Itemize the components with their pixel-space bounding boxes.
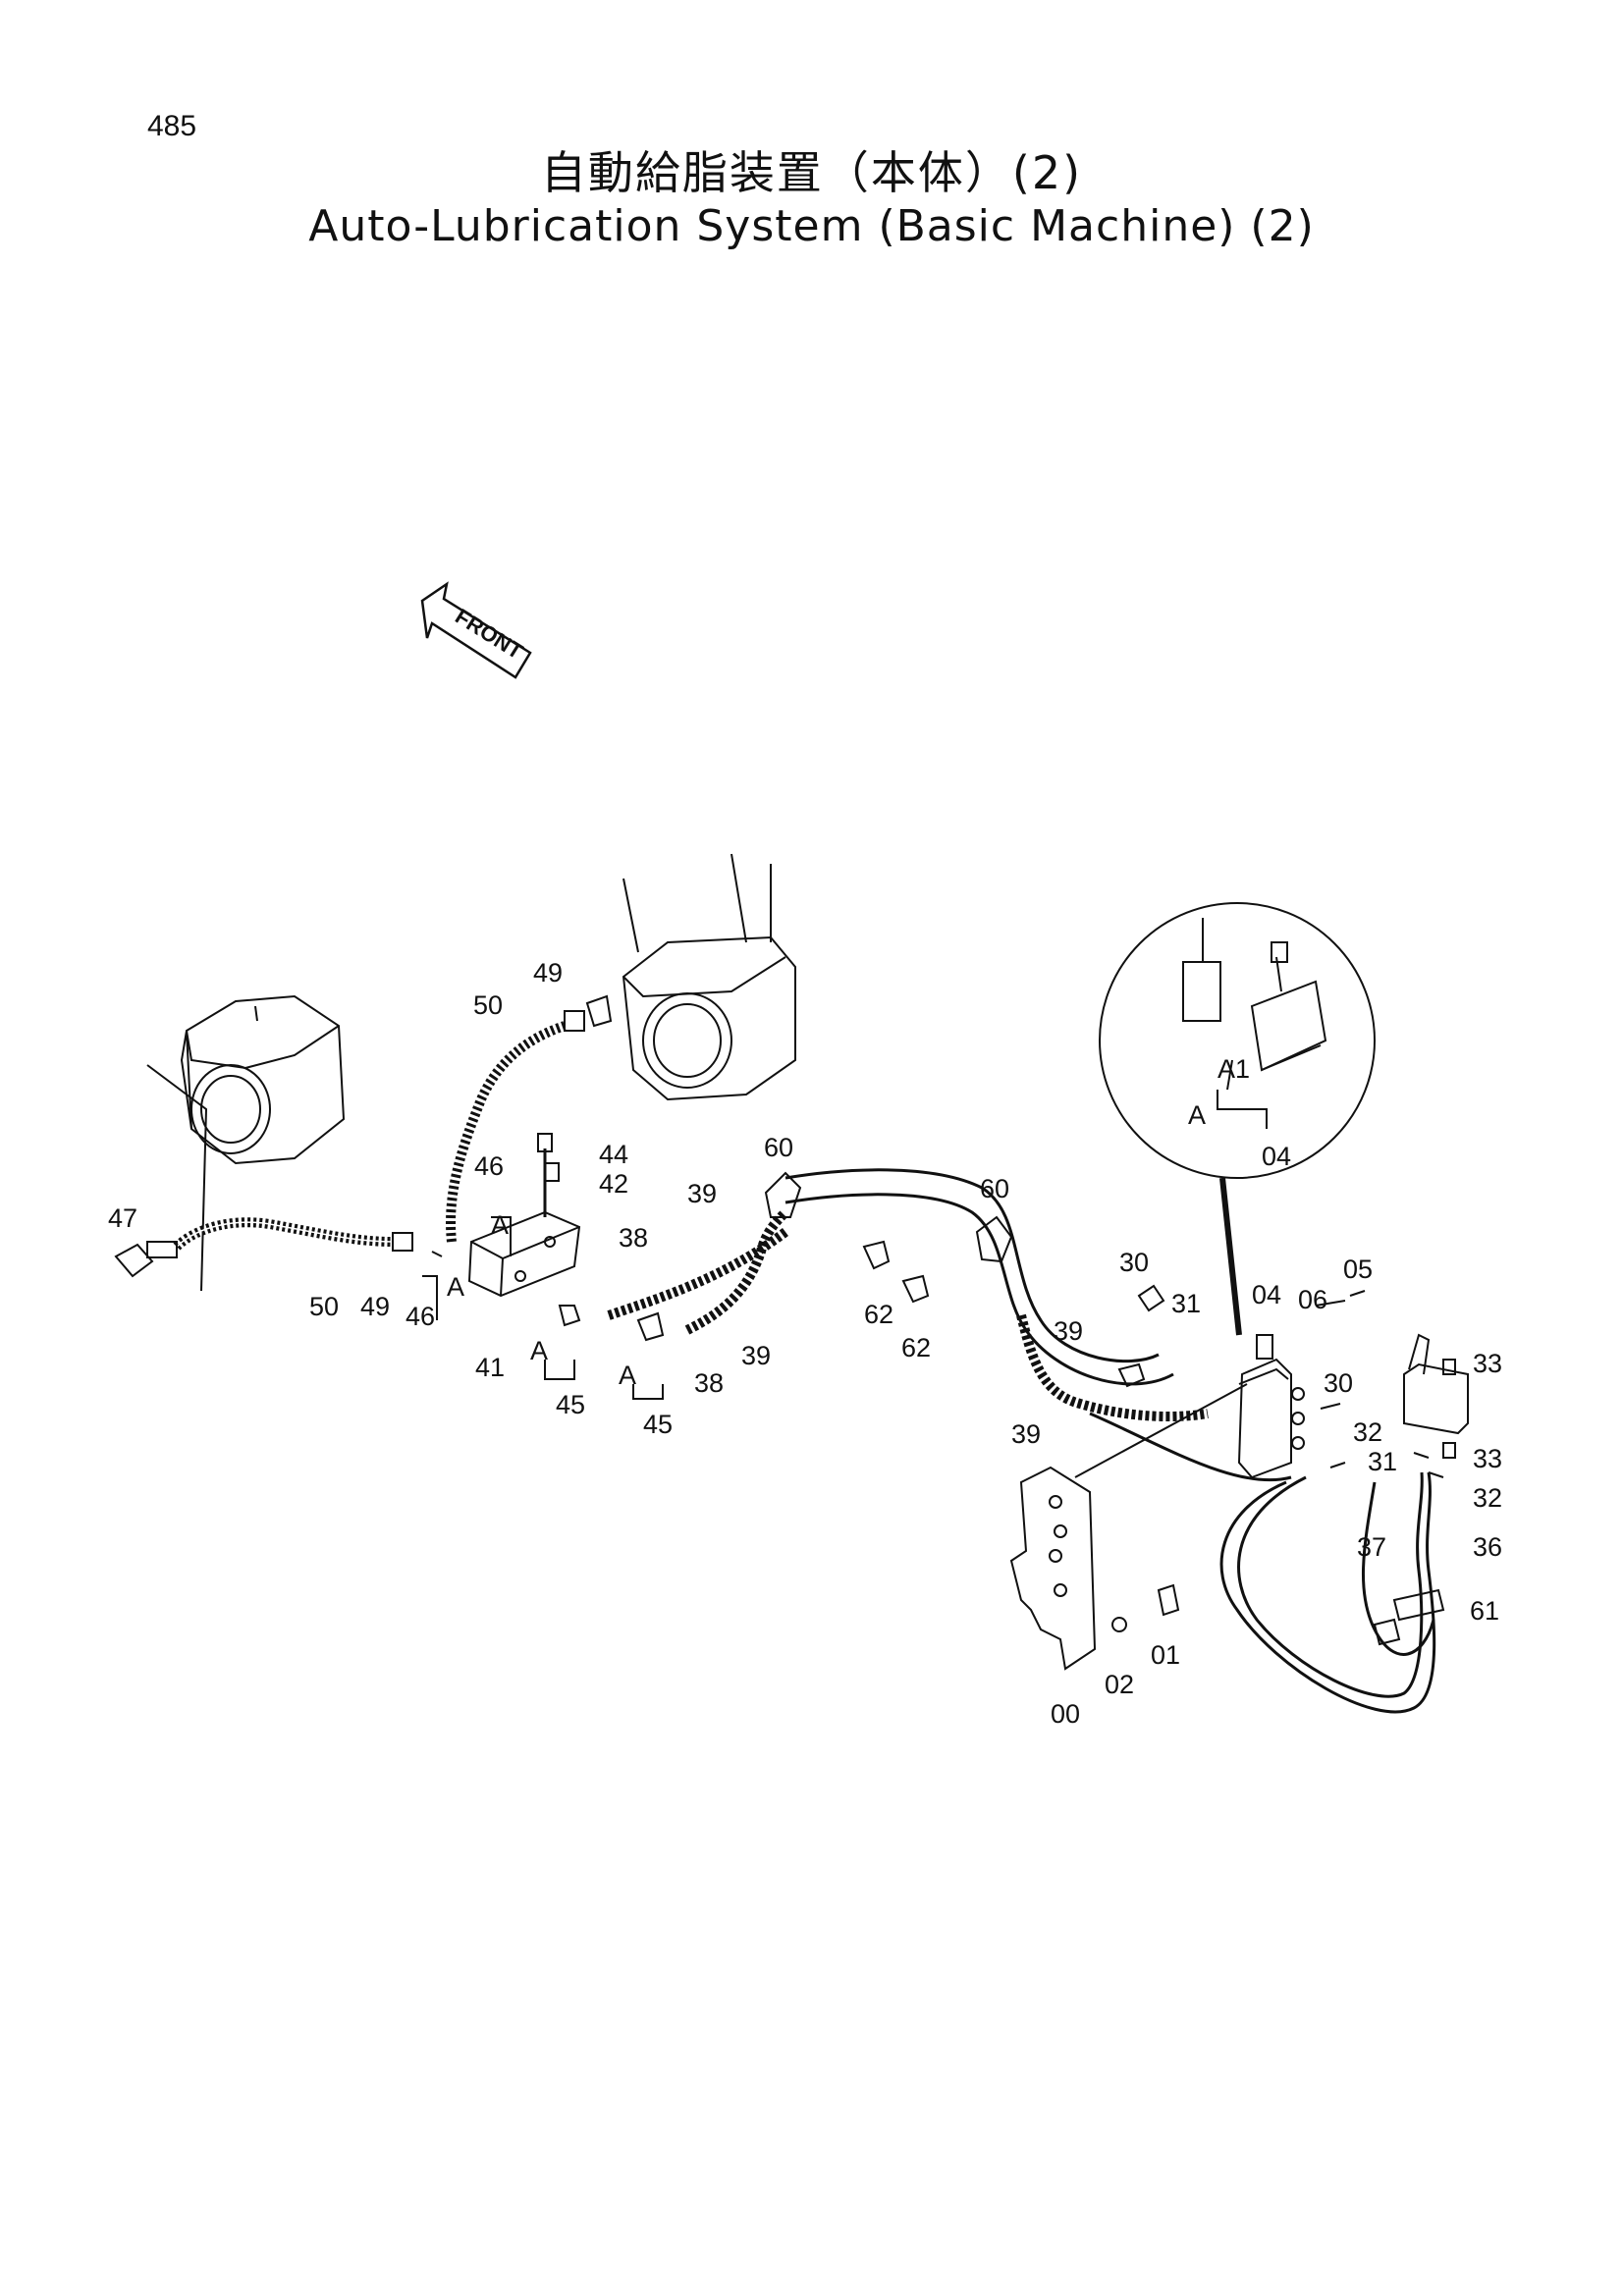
part-label: 42	[599, 1169, 628, 1199]
part-label: 62	[864, 1300, 893, 1329]
part-label: 37	[1357, 1532, 1386, 1562]
part-label: 60	[764, 1133, 793, 1162]
hose-upper-50	[446, 994, 613, 1243]
manifold-block	[431, 1133, 665, 1342]
part-label: 33	[1473, 1349, 1502, 1378]
part-label: 39	[1011, 1419, 1041, 1449]
title-english: Auto-Lubrication System (Basic Machine) …	[308, 201, 1315, 251]
hose-left-50	[114, 1217, 413, 1278]
part-label: 39	[687, 1179, 717, 1208]
part-label: 44	[599, 1140, 628, 1169]
part-label: 33	[1473, 1444, 1502, 1473]
part-label: 45	[556, 1390, 585, 1419]
page-number: 485	[147, 110, 197, 142]
part-label: 04	[1252, 1280, 1281, 1309]
group-label-a-2: A	[447, 1272, 464, 1302]
group-label-a-3: A	[530, 1336, 548, 1365]
part-label: 46	[406, 1302, 435, 1331]
detail-label-a1: A1	[1217, 1054, 1250, 1084]
hose-loop	[1219, 1471, 1445, 1714]
group-label-a-1: A	[491, 1210, 509, 1240]
front-label: FRONT	[451, 604, 527, 665]
boom-foot-right	[622, 853, 796, 1101]
part-labels: 47 50 49 46 50 49 46 44 42 41 45 45 39 3…	[108, 958, 1502, 1729]
part-label: 50	[309, 1292, 339, 1321]
part-label: 61	[1470, 1596, 1499, 1626]
bracket-33	[1403, 1333, 1469, 1478]
part-label: 38	[619, 1223, 648, 1253]
part-label: 00	[1051, 1699, 1080, 1729]
part-label: 38	[694, 1368, 724, 1398]
bracket-00	[1009, 1383, 1248, 1671]
group-label-a-4: A	[619, 1361, 636, 1390]
front-arrow-icon: FRONT	[420, 581, 532, 679]
part-label: 39	[741, 1341, 771, 1370]
part-label: 50	[473, 990, 503, 1020]
title-japanese: 自動給脂装置（本体）(2)	[540, 146, 1083, 199]
part-label: 49	[360, 1292, 390, 1321]
part-label: 41	[475, 1353, 505, 1382]
part-label: 32	[1473, 1483, 1502, 1513]
part-label: 32	[1353, 1417, 1382, 1447]
part-label: 39	[1054, 1316, 1083, 1346]
group-brackets	[422, 1216, 664, 1400]
part-label: 02	[1105, 1670, 1134, 1699]
part-label: 30	[1324, 1368, 1353, 1398]
part-label: 06	[1298, 1285, 1327, 1314]
part-label: 47	[108, 1203, 137, 1233]
clamps-60	[764, 1171, 1013, 1304]
part-label: 45	[643, 1410, 673, 1439]
distributor-valve	[1117, 1284, 1366, 1479]
detail-label-part: 04	[1262, 1142, 1291, 1171]
part-label: 01	[1151, 1640, 1180, 1670]
part-label: 62	[901, 1333, 931, 1362]
part-label: 46	[474, 1151, 504, 1181]
part-label: 31	[1171, 1289, 1201, 1318]
part-label: 30	[1119, 1248, 1149, 1277]
part-label: 36	[1473, 1532, 1502, 1562]
detail-circle: A A1 04	[1099, 902, 1376, 1336]
part-label: 05	[1343, 1255, 1373, 1284]
detail-label-a: A	[1188, 1100, 1206, 1130]
part-label: 49	[533, 958, 563, 988]
hoses-38-39	[607, 1168, 1292, 1482]
part-label: 31	[1368, 1447, 1397, 1476]
part-label: 60	[980, 1174, 1009, 1203]
